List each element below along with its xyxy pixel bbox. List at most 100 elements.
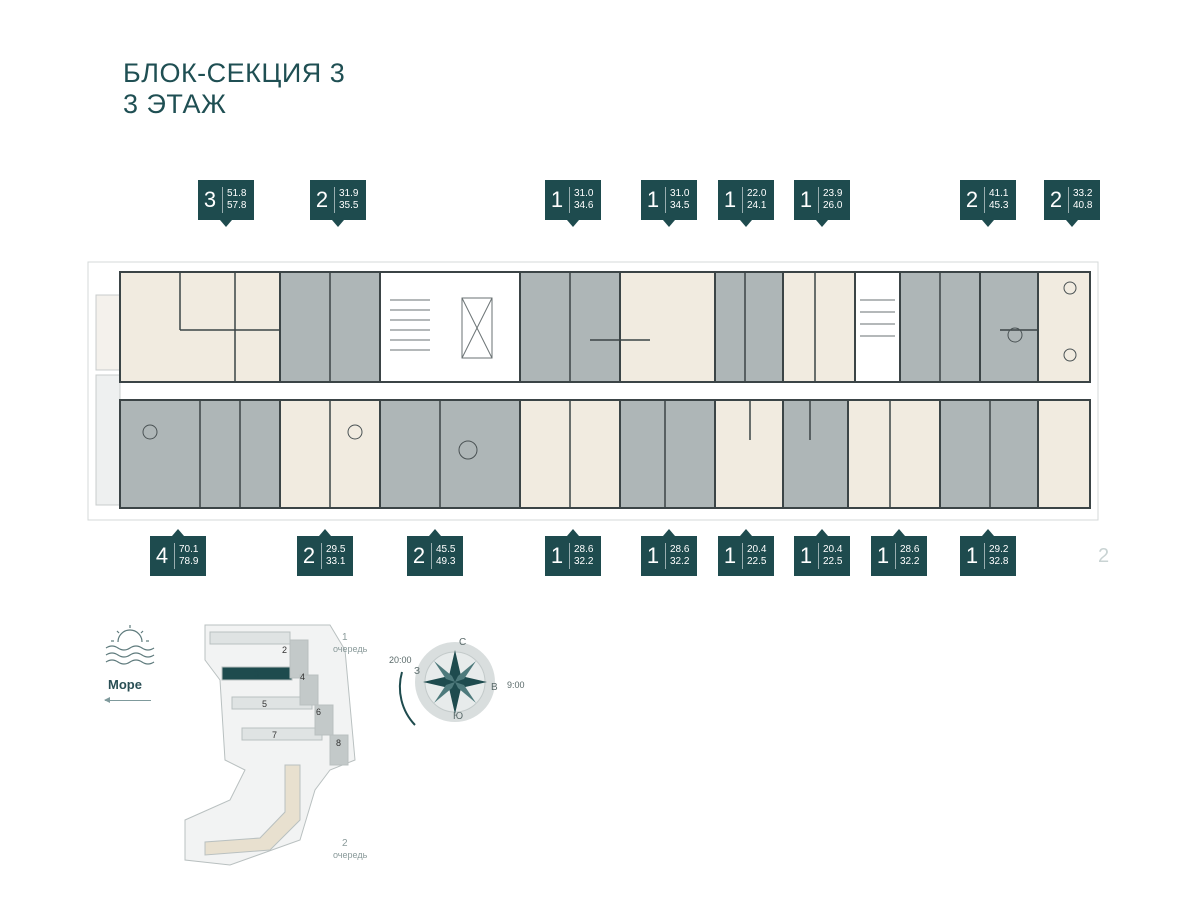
apartment-living-area: 29.2 <box>989 544 1009 555</box>
floor-title: 3 ЭТАЖ <box>123 89 227 119</box>
apartment-rooms: 2 <box>412 543 426 568</box>
apartment-total-area: 40.8 <box>1073 200 1093 211</box>
apartment-living-area: 70.1 <box>179 544 199 555</box>
apartment-living-area: 45.5 <box>436 544 456 555</box>
compass-west: З <box>414 666 421 677</box>
apartment-living-area: 31.0 <box>670 188 690 199</box>
apartment-living-area: 23.9 <box>823 188 843 199</box>
apartment-living-area: 51.8 <box>227 188 247 199</box>
apartment-total-area: 26.0 <box>823 200 843 211</box>
apartment-rooms: 1 <box>646 187 660 212</box>
apartment-total-area: 34.6 <box>574 200 594 211</box>
building-number: 4 <box>300 672 306 682</box>
apartment-rooms: 2 <box>1049 187 1063 212</box>
sunrise-time: 9:00 <box>507 680 525 690</box>
apartment-total-area: 35.5 <box>339 200 359 211</box>
building-outline <box>87 261 1099 521</box>
apartment-total-area: 22.5 <box>823 556 843 567</box>
unit-bottom <box>847 399 941 509</box>
apartment-rooms: 1 <box>550 543 564 568</box>
apartment-rooms: 2 <box>965 187 979 212</box>
balcony <box>95 294 121 371</box>
queue-2-label: очередь <box>333 850 368 860</box>
apartment-living-area: 33.2 <box>1073 188 1093 199</box>
apartment-rooms: 1 <box>876 543 890 568</box>
apartment-rooms: 1 <box>550 187 564 212</box>
sea-label: Море <box>108 677 142 692</box>
building-number: 6 <box>316 707 322 717</box>
compass-north: С <box>459 637 467 648</box>
unit-top <box>979 271 1039 383</box>
balcony <box>95 374 121 506</box>
apartment-living-area: 20.4 <box>747 544 767 555</box>
page-title: БЛОК-СЕКЦИЯ 3 3 ЭТАЖ <box>123 58 345 120</box>
apartment-rooms: 4 <box>155 543 169 568</box>
stairwell <box>854 271 901 383</box>
apartment-total-area: 22.5 <box>747 556 767 567</box>
unit-bottom <box>379 399 521 509</box>
apartment-living-area: 29.5 <box>326 544 346 555</box>
apartment-living-area: 28.6 <box>670 544 690 555</box>
compass-rose <box>398 642 495 726</box>
compass-south: Ю <box>453 711 464 722</box>
sun-icon <box>105 625 155 665</box>
apartment-total-area: 57.8 <box>227 200 247 211</box>
unit-top <box>782 271 856 383</box>
unit-bottom <box>782 399 849 509</box>
queue-1-number: 1 <box>342 632 348 643</box>
stairwell <box>379 271 521 383</box>
apartment-total-area: 32.2 <box>574 556 594 567</box>
apartment-total-area: 45.3 <box>989 200 1009 211</box>
apartment-rooms: 1 <box>646 543 660 568</box>
apartment-living-area: 20.4 <box>823 544 843 555</box>
building-number-current: 3 <box>254 669 260 679</box>
apartment-total-area: 34.5 <box>670 200 690 211</box>
apartment-rooms: 1 <box>723 187 737 212</box>
apartment-rooms: 1 <box>799 187 813 212</box>
building-number: 8 <box>336 738 342 748</box>
apartment-total-area: 49.3 <box>436 556 456 567</box>
sunset-time: 20:00 <box>389 655 412 665</box>
apartment-rooms: 2 <box>315 187 329 212</box>
apartment-living-area: 31.9 <box>339 188 359 199</box>
section-title: БЛОК-СЕКЦИЯ 3 <box>123 58 346 88</box>
queue-1-label: очередь <box>333 644 368 654</box>
queue-2-number: 2 <box>342 838 348 849</box>
compass-east: В <box>491 682 498 693</box>
apartment-living-area: 28.6 <box>574 544 594 555</box>
unit-bottom <box>939 399 1039 509</box>
apartment-living-area: 31.0 <box>574 188 594 199</box>
apartment-rooms: 1 <box>799 543 813 568</box>
apartment-total-area: 33.1 <box>326 556 346 567</box>
unit-top <box>714 271 784 383</box>
apartment-living-area: 22.0 <box>747 188 767 199</box>
unit-top <box>619 271 716 383</box>
building-number: 2 <box>282 645 288 655</box>
apartment-total-area: 24.1 <box>747 200 767 211</box>
building-number: 5 <box>262 699 268 709</box>
apartment-total-area: 78.9 <box>179 556 199 567</box>
apartment-rooms: 3 <box>203 187 217 212</box>
unit-top <box>119 271 281 383</box>
apartment-living-area: 41.1 <box>989 188 1009 199</box>
apartment-rooms: 1 <box>965 543 979 568</box>
apartment-total-area: 32.8 <box>989 556 1009 567</box>
unit-bottom <box>619 399 716 509</box>
